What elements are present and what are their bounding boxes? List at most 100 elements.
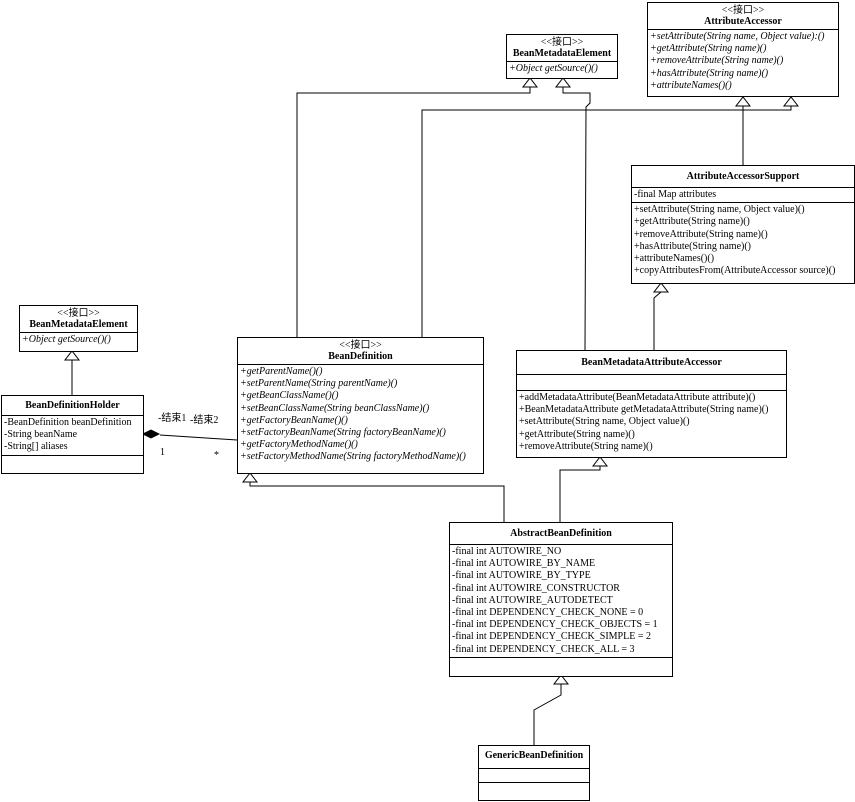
attribute-row: -final int AUTOWIRE_CONSTRUCTOR xyxy=(452,582,620,594)
operation-row: +setFactoryMethodName(String factoryMeth… xyxy=(240,451,466,463)
operation-row: +hasAttribute(String name)() xyxy=(650,67,769,79)
operation-row: +removeAttribute(String name)() xyxy=(650,55,784,67)
class-name: GenericBeanDefinition xyxy=(484,750,584,761)
class-header: BeanDefinitionHolder xyxy=(2,396,143,416)
operation-row: +Object getSource()() xyxy=(509,63,598,74)
inheritance-triangle xyxy=(734,96,752,107)
operations-compartment: +Object getSource()() xyxy=(507,62,617,76)
operation-row: +getFactoryMethodName()() xyxy=(240,439,358,451)
class-name: BeanDefinitionHolder xyxy=(25,400,120,411)
inheritance-triangle xyxy=(782,96,800,107)
attributes-compartment: -BeanDefinition beanDefinition -String b… xyxy=(2,416,143,456)
attributes-compartment: -final int AUTOWIRE_NO -final int AUTOWI… xyxy=(450,545,672,658)
operation-row: +copyAttributesFrom(AttributeAccessor so… xyxy=(634,265,836,277)
operations-compartment: +setAttribute(String name, Object value)… xyxy=(632,203,854,278)
class-beandefinition[interactable]: <<接口>> BeanDefinition +getParentName()()… xyxy=(237,337,484,474)
attributes-compartment: -final Map attributes xyxy=(632,188,854,204)
attributes-compartment xyxy=(517,375,786,391)
operation-row: +hasAttribute(String name)() xyxy=(634,240,751,252)
operation-row: +setAttribute(String name, Object value)… xyxy=(519,416,690,428)
inheritance-triangle xyxy=(591,456,609,467)
attribute-row: -final int DEPENDENCY_CHECK_NONE = 0 xyxy=(452,607,644,619)
attribute-row: -final int DEPENDENCY_CHECK_ALL = 3 xyxy=(452,643,635,655)
operation-row: +getFactoryBeanName()() xyxy=(240,414,348,426)
association-multiplicity-end2: * xyxy=(214,450,219,461)
class-beandefinitionholder[interactable]: BeanDefinitionHolder -BeanDefinition bea… xyxy=(1,395,144,474)
class-name: BeanMetadataElement xyxy=(29,319,128,330)
association-multiplicity-end1: 1 xyxy=(160,447,165,458)
attributes-compartment xyxy=(479,769,589,783)
operations-compartment: +setAttribute(String name, Object value)… xyxy=(648,30,838,93)
class-header: AbstractBeanDefinition xyxy=(450,523,672,545)
class-attributeaccessorsupport[interactable]: AttributeAccessorSupport -final Map attr… xyxy=(631,165,855,284)
generalization-abstract-to-beandefinition xyxy=(249,482,505,522)
class-beanmetadataelement-left[interactable]: <<接口>> BeanMetadataElement +Object getSo… xyxy=(19,305,138,352)
attribute-row: -final int AUTOWIRE_BY_NAME xyxy=(452,558,596,570)
inheritance-triangle xyxy=(521,77,539,88)
operation-row: +setAttribute(String name, Object value)… xyxy=(634,204,805,216)
operation-row: +removeAttribute(String name)() xyxy=(519,440,653,452)
association-role-end1: -结束1 xyxy=(158,413,187,424)
operation-row: +addMetadataAttribute(BeanMetadataAttrib… xyxy=(519,392,756,403)
association-role-end2: -结束2 xyxy=(190,415,219,426)
class-beanmetadataelement-top[interactable]: <<接口>> BeanMetadataElement +Object getSo… xyxy=(506,34,618,79)
inheritance-triangle xyxy=(652,282,670,293)
class-name: AttributeAccessor xyxy=(704,16,782,27)
operations-compartment: +Object getSource()() xyxy=(20,333,137,347)
inheritance-triangle xyxy=(63,350,81,361)
attribute-row: -final int DEPENDENCY_CHECK_SIMPLE = 2 xyxy=(452,631,651,643)
attribute-row: -final int AUTOWIRE_AUTODETECT xyxy=(452,594,613,606)
class-genericbeandefinition[interactable]: GenericBeanDefinition xyxy=(478,745,590,801)
class-name: BeanMetadataElement xyxy=(512,48,612,59)
class-beanmetadataattributeaccessor[interactable]: BeanMetadataAttributeAccessor +addMetada… xyxy=(516,350,787,458)
class-abstractbeandefinition[interactable]: AbstractBeanDefinition -final int AUTOWI… xyxy=(449,522,673,677)
generalization-abstract-to-beanmetadataelement xyxy=(562,87,591,351)
class-header: BeanMetadataAttributeAccessor xyxy=(517,351,786,375)
stereotype-label: <<接口>> xyxy=(721,5,765,16)
association-holder-beandefinition xyxy=(159,434,238,441)
class-name: BeanDefinition xyxy=(328,351,393,362)
operation-row: +setAttribute(String name, Object value)… xyxy=(650,31,825,42)
operation-row: +BeanMetadataAttribute getMetadataAttrib… xyxy=(519,404,769,416)
generalization-generic-to-abstract xyxy=(533,684,562,745)
class-attributeaccessor[interactable]: <<接口>> AttributeAccessor +setAttribute(S… xyxy=(647,2,839,97)
class-name: AttributeAccessorSupport xyxy=(686,171,800,182)
inheritance-triangle xyxy=(552,674,570,685)
stereotype-label: <<接口>> xyxy=(339,340,382,351)
attribute-row: -String beanName xyxy=(4,429,78,441)
operation-row: +setBeanClassName(String beanClassName)(… xyxy=(240,402,430,414)
operation-row: +attributeNames()() xyxy=(650,79,732,91)
attribute-row: -String[] aliases xyxy=(4,441,68,453)
operations-compartment xyxy=(2,456,143,458)
generalization-beandefinition-to-attributeaccessor xyxy=(421,106,792,337)
operations-compartment: +addMetadataAttribute(BeanMetadataAttrib… xyxy=(517,391,786,454)
operation-row: +attributeNames()() xyxy=(634,253,715,265)
operation-row: +getAttribute(String name)() xyxy=(634,216,750,228)
inheritance-triangle xyxy=(554,77,572,88)
generalization-bmaa-to-support xyxy=(653,291,662,350)
operations-compartment xyxy=(479,783,589,785)
attribute-row: -final Map attributes xyxy=(634,189,717,200)
class-header: GenericBeanDefinition xyxy=(479,746,589,769)
generalization-beandefinition-to-beanmetadataelement xyxy=(296,87,531,337)
stereotype-label: <<接口>> xyxy=(540,37,584,48)
operation-row: +setParentName(String parentName)() xyxy=(240,378,398,390)
operations-compartment xyxy=(450,658,672,660)
operation-row: +getAttribute(String name)() xyxy=(519,428,635,440)
operation-row: +getAttribute(String name)() xyxy=(650,43,767,55)
attribute-row: -final int AUTOWIRE_BY_TYPE xyxy=(452,570,591,582)
class-header: <<接口>> BeanDefinition xyxy=(238,338,483,365)
class-header: <<接口>> BeanMetadataElement xyxy=(507,35,617,62)
operation-row: +getParentName()() xyxy=(240,366,323,377)
operation-row: +setFactoryBeanName(String factoryBeanNa… xyxy=(240,427,446,439)
operations-compartment: +getParentName()() +setParentName(String… xyxy=(238,365,483,465)
composition-diamond xyxy=(141,429,161,439)
generalization-abstract-to-bmaa xyxy=(559,466,601,522)
stereotype-label: <<接口>> xyxy=(57,308,100,319)
operation-row: +getBeanClassName()() xyxy=(240,390,339,402)
operation-row: +Object getSource()() xyxy=(22,334,111,345)
class-header: <<接口>> AttributeAccessor xyxy=(648,3,838,30)
attribute-row: -final int DEPENDENCY_CHECK_OBJECTS = 1 xyxy=(452,619,658,631)
class-name: AbstractBeanDefinition xyxy=(510,528,612,539)
